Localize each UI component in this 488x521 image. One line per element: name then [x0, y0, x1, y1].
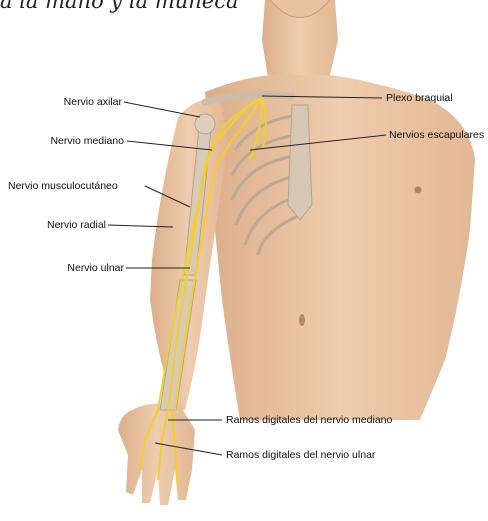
- label-nervio-radial: Nervio radial: [20, 219, 106, 231]
- label-nervio-musculocutaneo: Nervio musculocutáneo: [8, 180, 118, 192]
- label-ramos-digitales-mediano: Ramos digitales del nervio mediano: [226, 414, 392, 426]
- navel-shape: [299, 314, 305, 326]
- label-ramos-digitales-ulnar: Ramos digitales del nervio ulnar: [226, 449, 375, 461]
- nipple-shape: [415, 187, 422, 194]
- page-title: a la mano y la muñeca: [0, 0, 239, 13]
- torso-shape: [205, 75, 475, 420]
- label-nervio-ulnar: Nervio ulnar: [40, 262, 124, 274]
- hand-shape: [118, 403, 195, 505]
- label-plexo-braquial: Plexo braquial: [386, 92, 453, 104]
- sternum-shape: [288, 105, 312, 220]
- label-nervio-axilar: Nervio axilar: [54, 96, 122, 108]
- label-nervio-mediano: Nervio mediano: [38, 135, 124, 147]
- label-nervios-escapulares: Nervios escapulares: [389, 129, 484, 141]
